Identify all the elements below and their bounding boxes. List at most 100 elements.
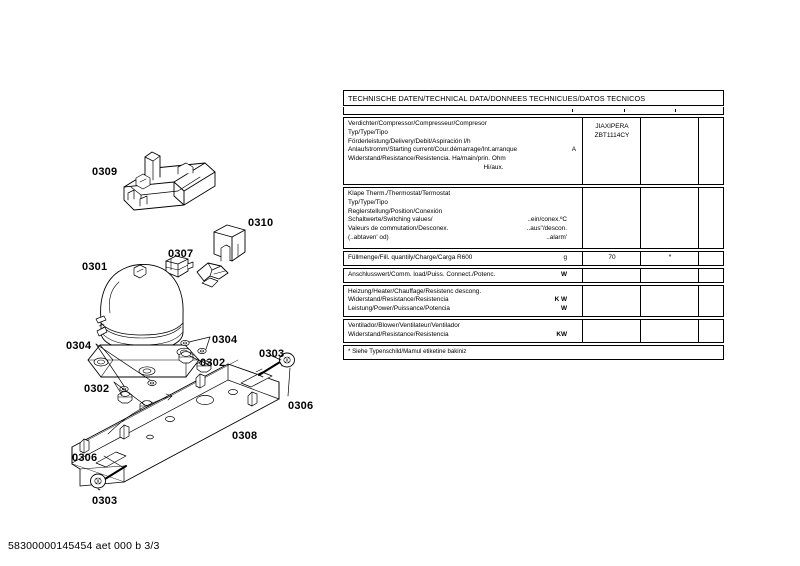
desc-unit: K W <box>554 296 567 304</box>
col-header-value-3 <box>675 109 721 112</box>
block-thermostat-value-3 <box>698 188 752 248</box>
callout-0304-left: 0304 <box>66 340 92 352</box>
desc-line: Widerstand/Resistance/Resistencia <box>348 330 449 338</box>
block-compressor-description: Verdichter/Compressor/Compresseur/Compre… <box>344 118 583 184</box>
table-block-compressor: Verdichter/Compressor/Compresseur/Compre… <box>343 117 752 185</box>
desc-line: Verdichter/Compressor/Compresseur/Compre… <box>348 120 487 127</box>
desc-line: Schaltwerte/Switching values/ <box>348 216 433 224</box>
desc-unit <box>567 120 579 129</box>
desc-line: Widerstand/Resistance/Resistencia <box>348 296 449 304</box>
desc-unit: ..aus"/descon. <box>526 225 567 233</box>
block-blower-value-1 <box>582 319 641 342</box>
callout-0306-left: 0306 <box>72 452 98 464</box>
desc-line: Klape Therm./Thermostat/Termostat <box>348 190 451 197</box>
value-text <box>645 120 695 122</box>
desc-line: Förderleistung/Delivery/Debit/Aspiración… <box>348 137 471 145</box>
technical-data-table: TECHNISCHE DATEN/TECHNICAL DATA/DONNEES … <box>343 90 752 361</box>
block-thermostat-value-2 <box>640 188 699 248</box>
desc-unit <box>567 190 579 199</box>
callout-0301: 0301 <box>82 261 108 273</box>
block-fill-value-3 <box>698 252 752 265</box>
desc-unit <box>567 199 579 208</box>
value-text <box>587 190 637 192</box>
table-footnote: * Siehe Typenschild/Mamul etiketine baki… <box>343 344 724 361</box>
part-drip-tray-0309 <box>123 151 216 211</box>
block-fill-description: Füllmenge/Fill. quantily/Charge/Carga R6… <box>344 252 583 265</box>
block-thermostat-description: Klape Therm./Thermostat/Termostat Typ/Ty… <box>344 188 583 248</box>
table-block-fill-quantity: Füllmenge/Fill. quantily/Charge/Carga R6… <box>343 251 752 266</box>
desc-unit: g <box>563 254 567 261</box>
block-fill-value-2: * <box>640 252 699 265</box>
block-load-value-3 <box>698 268 752 282</box>
desc-line: Widerstand/Resistance/Resistencia. Ha/ma… <box>348 155 506 163</box>
fastener-bolt-right <box>257 352 295 378</box>
part-base-plate-0308 <box>71 359 280 487</box>
exploded-parts-diagram: 0309 0310 0307 0301 0304 0304 0302 0303 … <box>0 0 340 520</box>
block-compressor-value-1: JIAXIPERA ZBT1114CY <box>582 118 641 184</box>
callout-labels: 0309 0310 0307 0301 0304 0304 0302 0303 … <box>0 0 340 520</box>
block-heater-value-2 <box>640 285 699 316</box>
desc-unit: ..alarm' <box>546 233 567 241</box>
callout-0302-left: 0302 <box>84 383 110 395</box>
callout-0304-right: 0304 <box>212 334 238 346</box>
block-heater-value-1 <box>582 285 641 316</box>
block-heater-description: Heizung/Heater/Chauffage/Resistenc desco… <box>344 286 583 316</box>
block-fill-value-1: 70 <box>582 252 641 265</box>
desc-line: (..abtaven' od) <box>348 233 389 241</box>
desc-line: Valeurs de commutation/Desconex. <box>348 225 449 233</box>
value-text <box>703 120 749 122</box>
part-relay-0307 <box>165 255 194 278</box>
leader-lines <box>95 336 291 491</box>
callout-0310: 0310 <box>248 217 274 229</box>
callout-0302-right: 0302 <box>200 357 226 369</box>
col-header-value-2 <box>623 109 674 112</box>
part-clip-bracket <box>196 262 229 288</box>
part-terminal-cover-0310 <box>213 224 246 262</box>
callout-0303-right: 0303 <box>259 348 285 360</box>
document-footer-code: 58300000145454 aet 000 b 3/3 <box>8 540 160 552</box>
desc-line: Hi/aux. <box>483 163 504 171</box>
value-text <box>703 190 749 192</box>
table-block-blower: Ventilador/Blower/Ventilateur/Ventilador… <box>343 318 752 343</box>
desc-unit: ..ein/conex.ºC <box>527 216 567 224</box>
desc-unit <box>567 288 579 297</box>
desc-unit: KW <box>556 330 567 338</box>
desc-line: Anlaufstromm/Starting current/Cour.démar… <box>348 146 518 154</box>
desc-unit <box>567 155 579 164</box>
desc-line: Reglerstellung/Position/Conexión <box>348 207 443 215</box>
desc-line: Leistung/Power/Puissance/Potencia <box>348 305 450 313</box>
block-load-description: Anschlusswert/Comm. load/Puiss. Connect.… <box>344 269 583 282</box>
block-blower-value-3 <box>698 319 752 342</box>
callout-0307: 0307 <box>168 248 194 260</box>
table-block-connected-load: Anschlusswert/Comm. load/Puiss. Connect.… <box>343 267 752 283</box>
col-header-description <box>346 109 570 112</box>
fastener-bolt-left <box>90 464 128 489</box>
table-column-header-strip <box>343 107 724 115</box>
desc-unit <box>567 138 579 147</box>
desc-line: Heizung/Heater/Chauffage/Resistenc desco… <box>348 287 482 295</box>
block-load-value-1 <box>582 268 641 282</box>
desc-line: Typ/Type/Tipo <box>348 198 388 206</box>
desc-unit: W <box>560 305 567 313</box>
desc-line: Anschlusswert/Comm. load/Puiss. Connect.… <box>348 270 496 278</box>
table-block-heater: Heizung/Heater/Chauffage/Resistenc desco… <box>343 284 752 317</box>
block-blower-description: Ventilador/Blower/Ventilateur/Ventilador… <box>344 320 583 342</box>
table-title: TECHNISCHE DATEN/TECHNICAL DATA/DONNEES … <box>343 90 724 106</box>
col-header-value-1 <box>572 109 622 112</box>
callout-0309: 0309 <box>92 166 118 178</box>
desc-unit <box>567 322 579 331</box>
block-compressor-value-3 <box>698 118 752 184</box>
value-text <box>645 190 695 192</box>
desc-unit <box>567 129 579 138</box>
block-compressor-value-2 <box>640 118 699 184</box>
callout-0308: 0308 <box>232 430 258 442</box>
callout-0306-right: 0306 <box>288 400 314 412</box>
desc-line: Ventilador/Blower/Ventilateur/Ventilador <box>348 321 460 329</box>
part-compressor-0301 <box>87 264 200 378</box>
desc-unit <box>567 208 579 217</box>
block-blower-value-2 <box>640 319 699 342</box>
value-text: 70 <box>608 254 616 261</box>
desc-unit: A <box>571 146 576 154</box>
desc-line: Typ/Type/Tipo <box>348 128 388 136</box>
